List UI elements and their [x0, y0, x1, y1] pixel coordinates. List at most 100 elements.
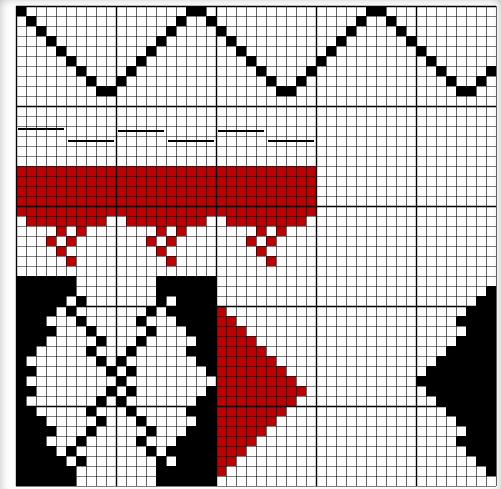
drawdown-cell [176, 176, 186, 186]
drawdown-cell [476, 406, 486, 416]
drawdown-cell [256, 366, 266, 376]
drawdown-cell [466, 346, 476, 356]
drawdown-cell [486, 286, 496, 296]
drawdown-cell [456, 336, 466, 346]
threading-cell [216, 26, 226, 36]
drawdown-cell [106, 366, 116, 376]
drawdown-cell [56, 456, 66, 466]
drawdown-cell [26, 296, 36, 306]
drawdown-cell [136, 186, 146, 196]
drawdown-cell [466, 366, 476, 376]
drawdown-cell [136, 166, 146, 176]
drawdown-cell [246, 206, 256, 216]
drawdown-cell [176, 456, 186, 466]
drawdown-cell [466, 446, 476, 456]
drawdown-cell [176, 276, 186, 286]
drawdown-cell [196, 416, 206, 426]
drawdown-cell [176, 296, 186, 306]
drawdown-cell [26, 166, 36, 176]
drawdown-cell [56, 476, 66, 486]
drawdown-cell [36, 196, 46, 206]
drawdown-cell [256, 206, 266, 216]
threading-cell [416, 46, 426, 56]
drawdown-cell [476, 376, 486, 386]
drawdown-cell [46, 166, 56, 176]
threading-cell [256, 66, 266, 76]
drawdown-cell [126, 406, 136, 416]
drawdown-cell [46, 446, 56, 456]
drawdown-cell [56, 296, 66, 306]
drawdown-cell [196, 456, 206, 466]
drawdown-cell [226, 186, 236, 196]
drawdown-cell [446, 366, 456, 376]
drawdown-cell [146, 206, 156, 216]
drawdown-cell [116, 196, 126, 206]
drawdown-cell [246, 406, 256, 416]
drawdown-cell [26, 346, 36, 356]
drawdown-cell [76, 176, 86, 186]
drawdown-cell [46, 216, 56, 226]
drawdown-cell [96, 206, 106, 216]
drawdown-cell [296, 386, 306, 396]
drawdown-cell [476, 336, 486, 346]
drawdown-cell [226, 346, 236, 356]
drawdown-cell [176, 216, 186, 226]
drawdown-cell [476, 446, 486, 456]
drawdown-cell [456, 396, 466, 406]
drawdown-cell [106, 206, 116, 216]
drawdown-cell [236, 446, 246, 456]
drawdown-cell [236, 336, 246, 346]
drawdown-cell [146, 176, 156, 186]
drawdown-cell [206, 346, 216, 356]
drawdown-cell [206, 176, 216, 186]
drawdown-cell [26, 186, 36, 196]
drawdown-cell [206, 386, 216, 396]
drawdown-cell [486, 386, 496, 396]
drawdown-cell [456, 356, 466, 366]
drawdown-cell [196, 446, 206, 456]
drawdown-cell [186, 286, 196, 296]
drawdown-cell [216, 206, 226, 216]
drawdown-cell [266, 376, 276, 386]
drawdown-cell [26, 276, 36, 286]
drawdown-cell [236, 376, 246, 386]
drawdown-cell [216, 196, 226, 206]
tieup-dash [68, 140, 114, 142]
drawdown-cell [16, 476, 26, 486]
drawdown-cell [456, 386, 466, 396]
drawdown-cell [86, 206, 96, 216]
drawdown-cell [206, 286, 216, 296]
threading-cell [326, 46, 336, 56]
drawdown-cell [16, 376, 26, 386]
drawdown-cell [16, 186, 26, 196]
drawdown-cell [186, 346, 196, 356]
drawdown-cell [16, 416, 26, 426]
drawdown-cell [176, 286, 186, 296]
drawdown-cell [226, 336, 236, 346]
drawdown-cell [186, 436, 196, 446]
drawdown-cell [16, 326, 26, 336]
drawdown-cell [36, 436, 46, 446]
drawdown-cell [96, 166, 106, 176]
drawdown-cell [176, 316, 186, 326]
drawdown-cell [236, 436, 246, 446]
drawdown-cell [206, 416, 216, 426]
drawdown-cell [106, 386, 116, 396]
drawdown-cell [206, 406, 216, 416]
drawdown-cell [216, 366, 226, 376]
drawdown-cell [86, 216, 96, 226]
drawdown-cell [466, 306, 476, 316]
drawdown-cell [16, 286, 26, 296]
drawdown-cell [56, 196, 66, 206]
drawdown-cell [166, 446, 176, 456]
drawdown-cell [166, 166, 176, 176]
drawdown-cell [296, 176, 306, 186]
drawdown-cell [66, 236, 76, 246]
drawdown-cell [86, 346, 96, 356]
drawdown-cell [196, 216, 206, 226]
drawdown-cell [256, 226, 266, 236]
threading-cell [316, 56, 326, 66]
drawdown-cell [476, 416, 486, 426]
drawdown-cell [146, 186, 156, 196]
drawdown-cell [466, 316, 476, 326]
